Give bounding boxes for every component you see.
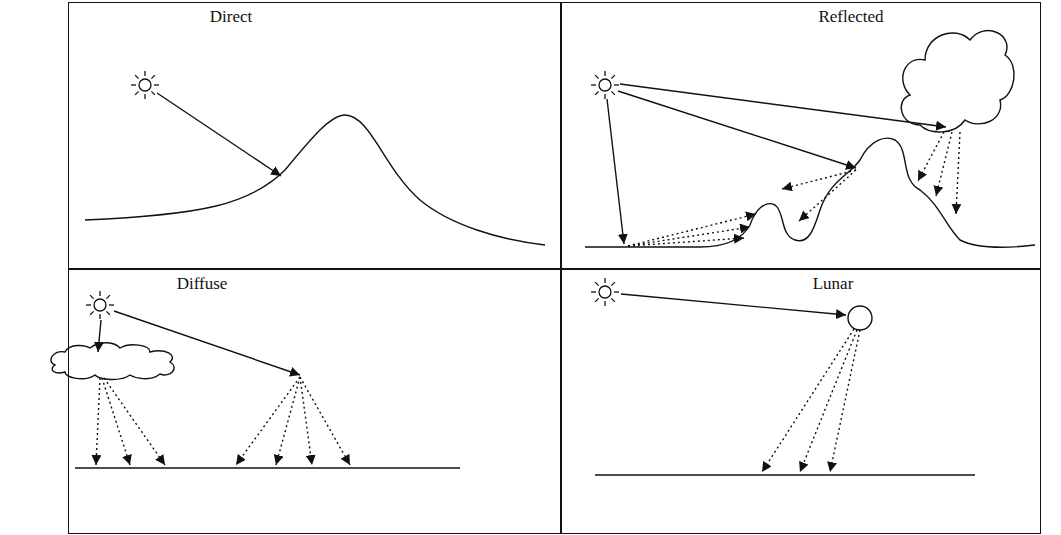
title-holder: Diffuse — [175, 274, 230, 294]
ground — [75, 467, 460, 468]
sun-symbol — [591, 278, 619, 306]
sun-symbol — [86, 291, 114, 319]
cloud — [51, 343, 174, 380]
moon — [848, 306, 872, 330]
panel-title: Diffuse — [175, 274, 230, 293]
panel: Direct — [68, 2, 562, 270]
diffuse-ray — [300, 377, 312, 465]
terrain — [585, 138, 1035, 247]
cloud — [901, 31, 1014, 132]
reflected-ray — [936, 132, 952, 196]
sun-symbol — [131, 71, 159, 99]
diffuse-ray — [104, 378, 165, 465]
reflected-ray — [782, 170, 856, 189]
lunar-illustration — [591, 278, 975, 475]
direct-ray — [607, 99, 624, 244]
lunar-ray — [830, 330, 860, 472]
hill — [85, 115, 545, 245]
diffuse-ray — [236, 377, 300, 465]
diffuse-rays — [96, 377, 350, 465]
reflected-ray — [628, 214, 756, 246]
diffuse-illustration — [51, 291, 460, 468]
panel: Diffuse — [68, 268, 562, 534]
reflected-ray — [799, 170, 856, 221]
diffuse-ray — [276, 377, 300, 465]
sun-symbol — [591, 71, 619, 99]
diffuse-ray — [300, 377, 350, 465]
lunar-rays — [762, 329, 860, 472]
direct-ray — [620, 84, 946, 127]
diffuse-ray — [96, 378, 100, 465]
reflected-rays — [628, 132, 960, 246]
direct-illustration — [85, 71, 545, 245]
panel-title: Reflected — [816, 7, 885, 26]
reflected-ray — [918, 132, 944, 181]
direct-ray — [618, 91, 856, 168]
direct-ray — [98, 320, 101, 352]
lunar-ray — [800, 330, 857, 472]
ground — [595, 474, 975, 475]
diffuse-ray — [102, 378, 130, 465]
reflected-ray — [628, 238, 744, 246]
direct-ray — [157, 93, 281, 176]
reflected-ray — [956, 132, 960, 214]
panel-title: Lunar — [811, 274, 856, 293]
title-holder: Lunar — [811, 274, 856, 294]
reflected-illustration — [585, 31, 1035, 248]
direct-ray — [621, 294, 846, 315]
panel: Reflected — [560, 2, 1041, 270]
direct-ray — [114, 311, 300, 375]
title-holder: Reflected — [816, 7, 885, 27]
panel: Lunar — [560, 268, 1041, 534]
panel-title: Direct — [208, 7, 254, 26]
reflected-ray — [628, 227, 750, 246]
title-holder: Direct — [208, 7, 254, 27]
